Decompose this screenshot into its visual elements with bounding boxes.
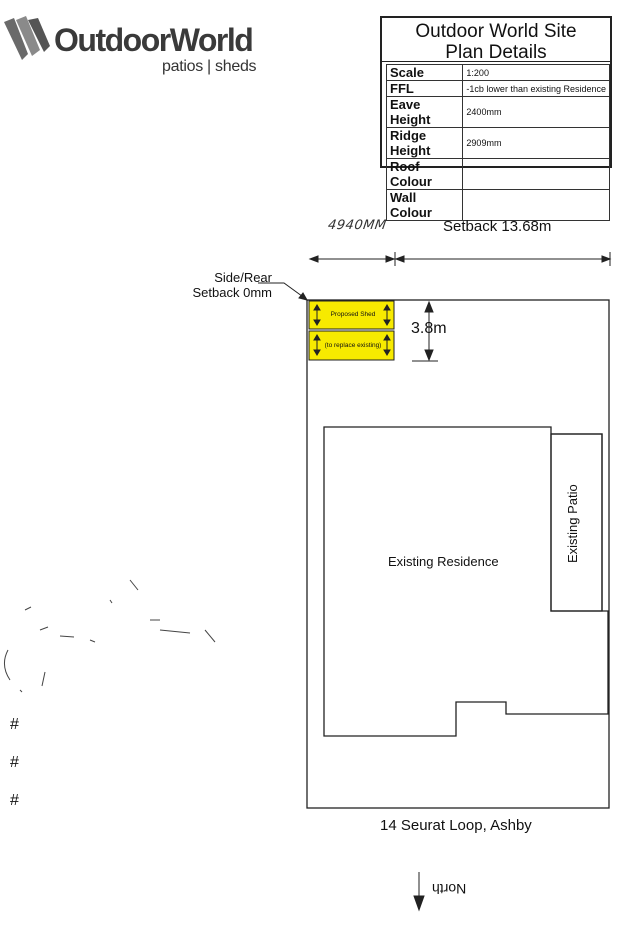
hash-mark: # <box>10 792 19 809</box>
lot-boundary <box>306 299 610 809</box>
details-value: 2400mm <box>462 96 610 128</box>
details-title-line2: Plan Details <box>445 42 547 63</box>
shed-upper-box: Proposed Shed <box>309 301 394 329</box>
outdoor-world-logo: OutdoorWorld patios | sheds <box>4 14 264 84</box>
handwritten-dimension: 4940MM <box>326 218 388 233</box>
shed-label: Proposed Shed <box>330 311 376 318</box>
shed-dimension-label: 3.8m <box>411 320 447 337</box>
hash-mark: # <box>10 716 19 733</box>
shed-lower-box: (to replace existing) <box>309 331 394 360</box>
side-rear-line1: Side/Rear <box>214 270 272 285</box>
details-key: Roof Colour <box>385 158 464 190</box>
side-rear-setback-label: Side/Rear Setback 0mm <box>186 270 272 300</box>
existing-residence-label: Existing Residence <box>388 554 499 569</box>
details-title: Outdoor World Site Plan Details <box>382 18 610 63</box>
north-arrow-icon <box>413 872 425 912</box>
details-title-line1: Outdoor World Site <box>415 21 577 42</box>
scan-noise <box>4 579 216 693</box>
details-row: Wall Colour <box>385 189 610 221</box>
address-label: 14 Seurat Loop, Ashby <box>380 817 532 834</box>
north-label: North <box>432 881 467 897</box>
logo-mark-icon <box>4 16 50 60</box>
details-value <box>462 189 610 221</box>
existing-patio-outline <box>550 433 603 612</box>
logo-wordmark: OutdoorWorld <box>54 22 254 58</box>
existing-patio-label: Existing Patio <box>565 484 580 563</box>
details-key: Wall Colour <box>385 189 464 221</box>
shed-setback-dimension <box>412 300 438 362</box>
setback-label: Setback 13.68m <box>443 218 552 235</box>
details-value: 2909mm <box>462 127 610 159</box>
existing-residence-outline <box>323 426 609 737</box>
proposed-shed <box>308 300 395 361</box>
hash-mark: # <box>10 754 19 771</box>
logo-tagline: patios | sheds <box>162 58 257 75</box>
shed-sublabel: (to replace existing) <box>324 342 382 349</box>
dimension-line-top <box>308 252 612 266</box>
side-rear-leader <box>258 282 309 301</box>
side-rear-line2: Setback 0mm <box>192 285 272 300</box>
